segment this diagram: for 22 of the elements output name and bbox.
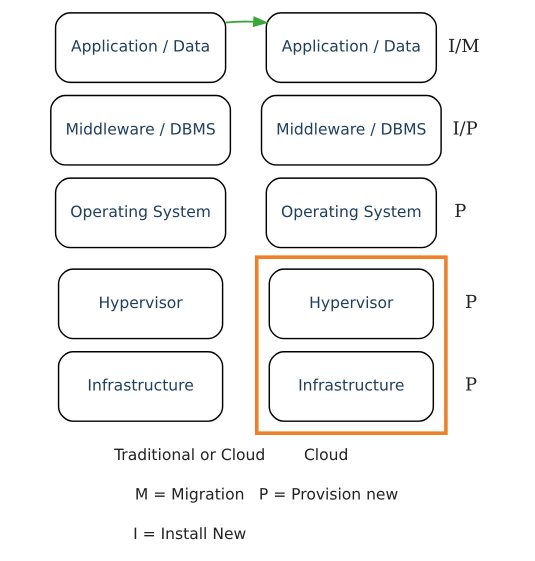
node-box: Operating System <box>266 177 438 248</box>
node-box: Hypervisor <box>58 268 224 340</box>
node-label: P <box>454 201 466 222</box>
node-box: Middleware / DBMS <box>260 94 442 166</box>
node-box: Operating System <box>54 177 226 248</box>
node-label: I/P <box>452 118 478 140</box>
node-label: P <box>465 292 478 314</box>
node-box: Middleware / DBMS <box>50 94 232 166</box>
label: M = Migration <box>134 485 244 504</box>
node-box: Application / Data <box>54 12 226 84</box>
label: I = Install New <box>133 524 246 543</box>
node-label: I/M <box>448 36 480 57</box>
node-box: Hypervisor <box>268 268 434 340</box>
label: P = Provision new <box>258 485 398 504</box>
arrow <box>226 16 269 28</box>
node-box: Infrastructure <box>58 351 224 422</box>
cluster <box>254 255 448 435</box>
node-box: Infrastructure <box>268 351 434 422</box>
label: Traditional or Cloud <box>114 446 266 464</box>
node-box: Application / Data <box>266 12 438 84</box>
label: Cloud <box>304 446 348 464</box>
node-label: P <box>465 374 478 396</box>
